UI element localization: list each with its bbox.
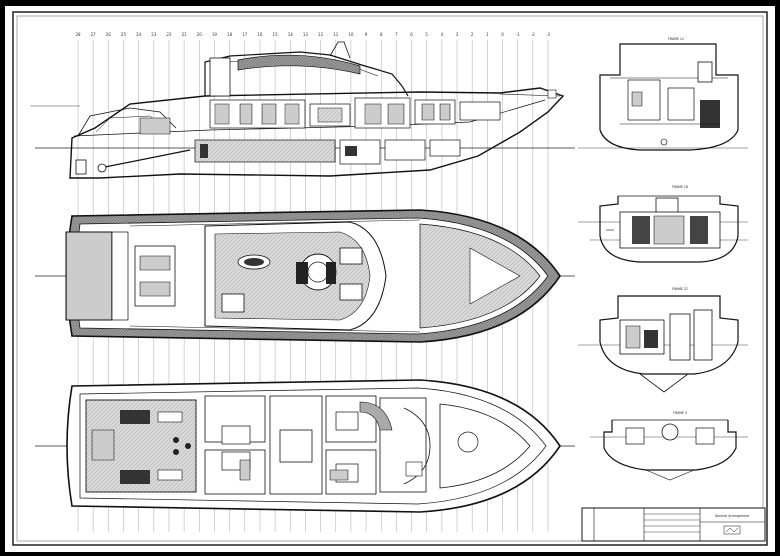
frame-number-label: 14 <box>288 32 294 37</box>
frame-number-label: 6 <box>410 32 413 37</box>
frame-number-label: 2 <box>471 32 474 37</box>
frame-number-label: 23 <box>151 32 157 37</box>
section-views <box>578 43 748 481</box>
profile-view <box>30 41 575 179</box>
sheet-border <box>12 11 768 546</box>
frame-number-label: 5 <box>425 32 428 37</box>
frame-number-label: 3 <box>456 32 459 37</box>
title-block: General Arrangement <box>581 507 766 542</box>
frame-number-label: -3 <box>546 32 550 37</box>
section-label-2: FRAME 18 <box>672 185 688 189</box>
lower-deck-plan-view <box>35 379 575 513</box>
frame-number-label: 11 <box>333 32 339 37</box>
frame-number-label: 18 <box>227 32 233 37</box>
frame-number-label: 21 <box>182 32 188 37</box>
frame-number-label: 4 <box>441 32 444 37</box>
section-label-4: FRAME 3 <box>673 411 687 415</box>
deck-plan-view <box>35 209 575 343</box>
frame-number-label: 10 <box>348 32 354 37</box>
section-label-1: FRAME 12 <box>668 37 684 41</box>
frame-number-label: 9 <box>365 32 368 37</box>
frame-number-label: 27 <box>91 32 97 37</box>
frame-number-label: 13 <box>303 32 309 37</box>
frame-number-label: 25 <box>121 32 127 37</box>
frame-number-label: 17 <box>242 32 248 37</box>
frame-number-label: 16 <box>257 32 263 37</box>
frame-number-label: -1 <box>516 32 520 37</box>
section-label-group: FRAME 12 FRAME 18 FRAME 22 FRAME 3 <box>668 37 688 415</box>
frame-number-label: 0 <box>501 32 504 37</box>
frame-number-label: 24 <box>136 32 142 37</box>
frame-number-label: 8 <box>380 32 383 37</box>
frame-number-label: 7 <box>395 32 398 37</box>
frame-number-label: 1 <box>486 32 489 37</box>
frame-number-label: 19 <box>212 32 218 37</box>
frame-number-label: 28 <box>75 32 81 37</box>
frame-number-label: -2 <box>531 32 535 37</box>
frame-number-label: 12 <box>318 32 324 37</box>
section-label-3: FRAME 22 <box>672 287 688 291</box>
sheet-inner-border <box>16 15 764 542</box>
title-block-project-name: General Arrangement <box>715 514 750 518</box>
frame-number-label: 26 <box>106 32 112 37</box>
frame-number-label: 20 <box>197 32 203 37</box>
frame-number-label: 22 <box>166 32 172 37</box>
frame-number-label: 15 <box>273 32 279 37</box>
